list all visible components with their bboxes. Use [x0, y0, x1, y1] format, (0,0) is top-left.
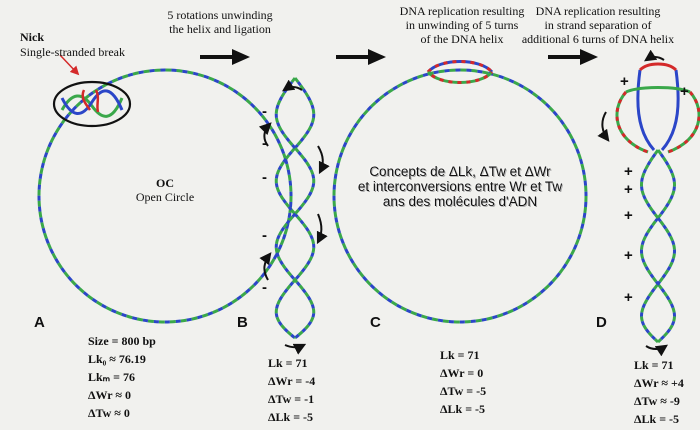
stat-b-lk: Lk = 71 — [268, 356, 308, 370]
process-arrow-b-c — [336, 49, 386, 65]
stat-a-dwr: ΔWr ≈ 0 — [88, 388, 132, 402]
caption-b-line-2: the helix and ligation — [169, 22, 271, 36]
stat-c-dlk: ΔLk = -5 — [440, 402, 486, 416]
process-arrow-a-b — [200, 49, 250, 65]
stat-b-dlk: ΔLk = -5 — [268, 410, 314, 424]
nick-inset — [52, 80, 132, 128]
stat-d-dtw: ΔTw ≈ -9 — [634, 394, 680, 408]
pos-sign-1: + — [620, 73, 629, 90]
pos-sign-5: + — [624, 247, 633, 264]
overlay-line-3: ans des molécules d'ADN — [382, 194, 538, 209]
pos-sign-6: + — [624, 289, 633, 306]
rotation-arrows-b — [258, 79, 330, 355]
oc-subtitle: Open Circle — [135, 190, 195, 204]
panel-label-b: B — [237, 314, 248, 331]
caption-b: 5 rotations unwinding the helix and liga… — [150, 8, 290, 36]
overlay-title: Concepts de ΔLk, ΔTw et ΔWr et interconv… — [330, 164, 590, 209]
oc-title: OC — [156, 176, 174, 190]
panel-label-a: A — [34, 314, 45, 331]
caption-c-line-3: of the DNA helix — [420, 32, 504, 46]
caption-d: DNA replication resulting in strand sepa… — [500, 4, 696, 46]
overlay-line-2: et interconversions entre Wr et Tw — [357, 179, 563, 194]
nick-pointer-arrow — [59, 54, 80, 76]
caption-c-line-2: in unwinding of 5 turns — [405, 18, 519, 32]
overlay-line-1: Concepts de ΔLk, ΔTw et ΔWr — [369, 164, 551, 179]
panel-label-c: C — [370, 314, 381, 331]
stats-c: Lk = 71 ΔWr = 0 ΔTw = -5 ΔLk = -5 — [440, 346, 486, 418]
nick-title: Nick — [20, 30, 44, 44]
pos-sign-7: + — [680, 83, 689, 100]
supercoiled-dna-d — [640, 149, 676, 344]
nick-annotation: Nick Single-stranded break — [20, 30, 125, 60]
oc-label: OC Open Circle — [105, 176, 225, 204]
caption-d-line-2: in strand separation of — [544, 18, 652, 32]
panel-label-d: D — [596, 314, 607, 331]
neg-sign-3: - — [262, 169, 267, 186]
nick-subtitle: Single-stranded break — [20, 45, 125, 59]
stat-d-dwr: ΔWr ≈ +4 — [634, 376, 684, 390]
caption-d-line-1: DNA replication resulting — [535, 4, 661, 18]
process-arrow-c-d — [548, 49, 598, 65]
stat-b-dwr: ΔWr = -4 — [268, 374, 316, 388]
caption-c-line-1: DNA replication resulting — [399, 4, 525, 18]
neg-sign-5: - — [262, 279, 267, 296]
rotation-arrows-d — [597, 49, 668, 357]
neg-sign-1: - — [262, 103, 267, 120]
caption-c: DNA replication resulting in unwinding o… — [384, 4, 540, 46]
replicating-circle-c — [332, 68, 588, 324]
supercoiled-dna-b — [274, 77, 316, 340]
stat-b-dtw: ΔTw = -1 — [268, 392, 315, 406]
stats-b: Lk = 71 ΔWr = -4 ΔTw = -1 ΔLk = -5 — [268, 354, 315, 426]
stats-d: Lk = 71 ΔWr ≈ +4 ΔTw ≈ -9 ΔLk = -5 — [634, 356, 684, 428]
stat-a-lk0: Lk₀ ≈ 76.19 — [88, 352, 146, 366]
stat-c-dwr: ΔWr = 0 — [440, 366, 484, 380]
pos-sign-2: + — [624, 163, 633, 180]
caption-d-line-3: additional 6 turns of DNA helix — [521, 32, 675, 46]
stat-a-size: Size = 800 bp — [88, 334, 156, 348]
replicated-bubbles-d — [615, 62, 700, 154]
replication-bubble-c — [426, 60, 494, 84]
stat-d-lk: Lk = 71 — [634, 358, 674, 372]
stat-c-dtw: ΔTw = -5 — [440, 384, 487, 398]
stat-a-lkm: Lkₘ = 76 — [88, 370, 135, 384]
pos-sign-3: + — [624, 181, 633, 198]
caption-b-line-1: 5 rotations unwinding — [167, 8, 273, 22]
neg-sign-4: - — [262, 227, 267, 244]
neg-sign-2: - — [262, 135, 267, 152]
pos-sign-4: + — [624, 207, 633, 224]
stats-a: Size = 800 bp Lk₀ ≈ 76.19 Lkₘ = 76 ΔWr ≈… — [88, 332, 156, 422]
stat-c-lk: Lk = 71 — [440, 348, 480, 362]
open-circle-dna-a — [37, 68, 293, 324]
stat-d-dlk: ΔLk = -5 — [634, 412, 680, 426]
stat-a-dtw: ΔTw ≈ 0 — [88, 406, 130, 420]
